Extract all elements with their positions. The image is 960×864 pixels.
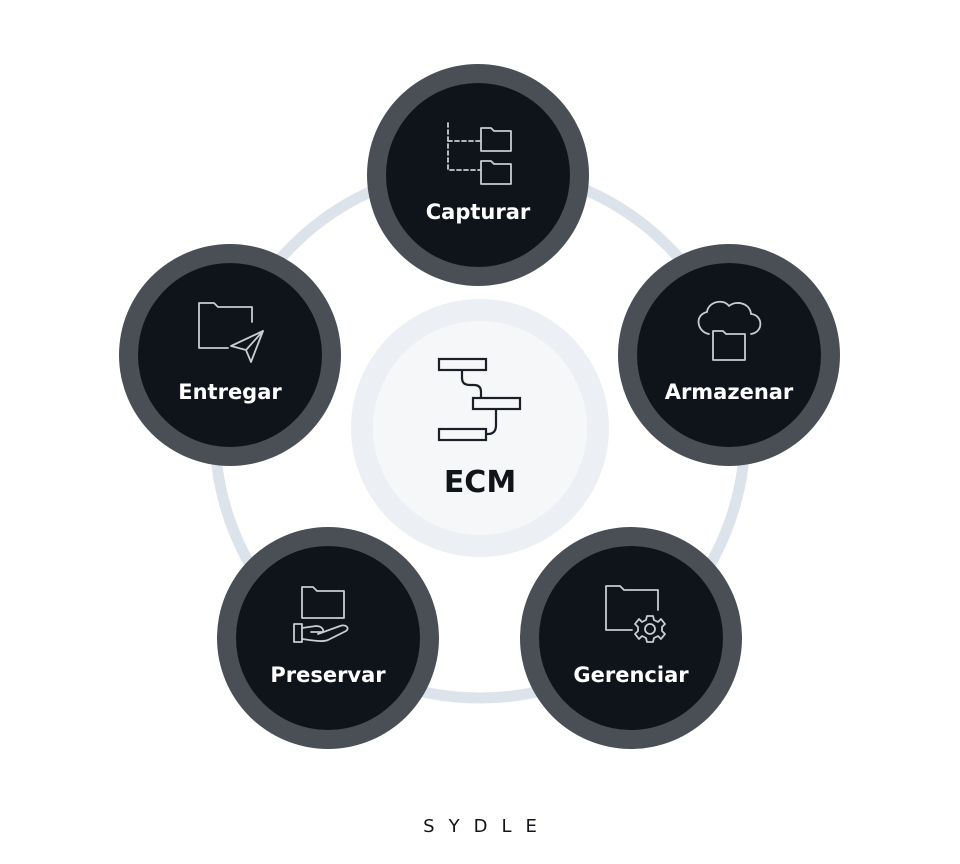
center-node: ECM	[351, 299, 609, 557]
folder-hand-icon	[293, 586, 349, 643]
brand-logo: SYDLE	[423, 816, 551, 837]
node-label-entregar: Entregar	[178, 380, 282, 404]
node-label-preservar: Preservar	[270, 663, 386, 687]
hierarchy-flow-icon	[437, 357, 522, 442]
node-armazenar[interactable]: Armazenar	[618, 244, 840, 466]
node-preservar[interactable]: Preservar	[217, 527, 439, 749]
node-label-armazenar: Armazenar	[665, 380, 794, 404]
node-label-gerenciar: Gerenciar	[573, 663, 689, 687]
folder-tree-icon	[447, 122, 512, 185]
node-entregar[interactable]: Entregar	[119, 244, 341, 466]
node-capturar[interactable]: Capturar	[367, 64, 589, 286]
folder-send-icon	[198, 302, 264, 363]
folder-gear-icon	[605, 585, 666, 643]
node-label-capturar: Capturar	[426, 200, 531, 224]
node-gerenciar[interactable]: Gerenciar	[520, 527, 742, 749]
center-label: ECM	[444, 465, 516, 500]
cloud-folder-icon	[697, 300, 762, 361]
